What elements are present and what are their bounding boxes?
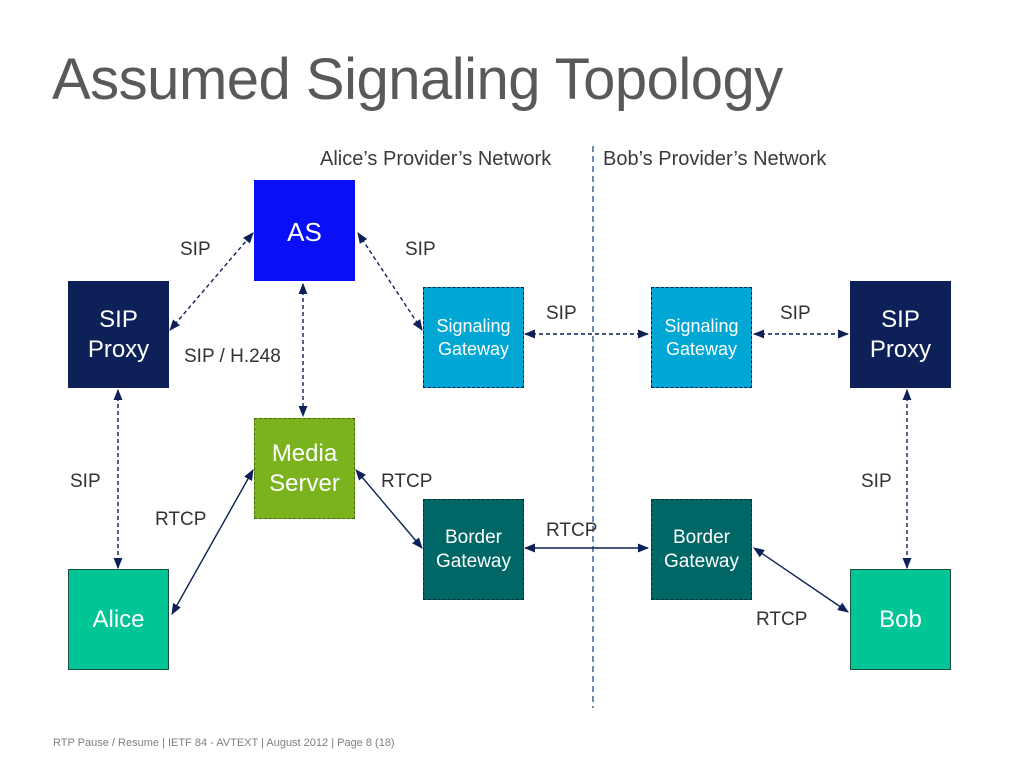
- region-label-alice-network: Alice’s Provider’s Network: [320, 148, 552, 170]
- label-as-media-server: SIP / H.248: [184, 346, 281, 367]
- node-bob-label: Bob: [879, 605, 922, 633]
- link-as-signaling-gateway: [357, 232, 423, 331]
- node-signaling-gateway-left: Signaling Gateway: [423, 287, 524, 388]
- node-sip-proxy-left: SIP Proxy: [68, 281, 169, 388]
- node-alice: Alice: [68, 569, 169, 670]
- node-bob: Bob: [850, 569, 951, 670]
- node-sip-proxy-left-line-1: SIP: [99, 305, 138, 333]
- link-media-server-border-gateway: [355, 469, 423, 549]
- node-border-gateway-right-line-1: Border: [672, 526, 731, 548]
- node-signaling-gateway-right-line-2: Gateway: [665, 338, 738, 359]
- node-border-gateway-right-line-2: Gateway: [664, 550, 739, 572]
- link-alice-media-server: [171, 469, 254, 615]
- region-label-bob-network: Bob’s Provider’s Network: [603, 148, 827, 170]
- label-border-gateways: RTCP: [546, 520, 598, 541]
- node-media-server-line-1: Media: [271, 440, 338, 467]
- link-sip-proxy-as: [169, 232, 254, 331]
- slide-footer: RTP Pause / Resume | IETF 84 - AVTEXT | …: [53, 737, 395, 749]
- label-sip-proxy-alice: SIP: [70, 471, 101, 492]
- node-as-label: AS: [287, 217, 322, 247]
- label-border-gateway-bob: RTCP: [756, 609, 808, 630]
- node-signaling-gateway-right: Signaling Gateway: [651, 287, 752, 388]
- node-sip-proxy-left-line-2: Proxy: [87, 335, 150, 363]
- link-border-gateway-bob: [753, 547, 849, 613]
- slide-title: Assumed Signaling Topology: [52, 47, 783, 112]
- label-signaling-gateways: SIP: [546, 303, 577, 324]
- node-as: AS: [254, 180, 355, 281]
- node-sip-proxy-right-line-1: SIP: [881, 305, 920, 333]
- label-signaling-gateway-sip-proxy-right: SIP: [780, 303, 811, 324]
- node-border-gateway-right: Border Gateway: [651, 499, 752, 600]
- label-as-signaling-gateway: SIP: [405, 239, 436, 260]
- node-sip-proxy-right-line-2: Proxy: [869, 335, 932, 363]
- label-sip-proxy-bob: SIP: [861, 471, 892, 492]
- label-media-server-border-gateway: RTCP: [381, 471, 433, 492]
- label-alice-media-server: RTCP: [155, 509, 207, 530]
- node-signaling-gateway-left-line-2: Gateway: [437, 338, 510, 359]
- node-media-server: Media Server: [254, 418, 355, 519]
- node-signaling-gateway-right-line-1: Signaling: [664, 316, 739, 336]
- label-sip-proxy-as: SIP: [180, 239, 211, 260]
- node-sip-proxy-right: SIP Proxy: [850, 281, 951, 388]
- node-alice-label: Alice: [92, 605, 145, 633]
- node-border-gateway-left-line-2: Gateway: [436, 550, 511, 572]
- node-border-gateway-left-line-1: Border: [444, 526, 503, 548]
- node-border-gateway-left: Border Gateway: [423, 499, 524, 600]
- node-media-server-line-2: Server: [269, 470, 340, 497]
- node-signaling-gateway-left-line-1: Signaling: [436, 316, 511, 336]
